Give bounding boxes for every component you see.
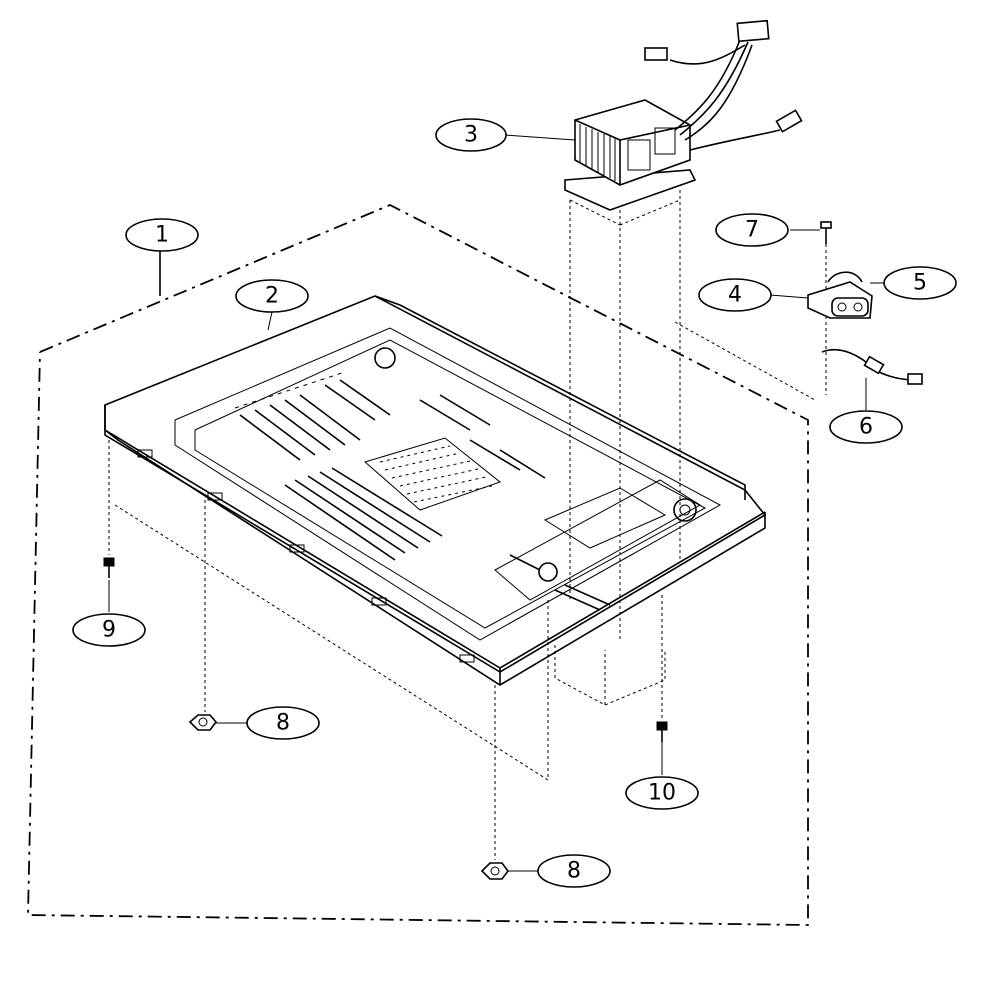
thermal-wire [821, 348, 923, 410]
callout-3: 3 [435, 118, 507, 152]
projection-lines [114, 504, 549, 781]
svg-text:8: 8 [567, 859, 581, 884]
grille-holes [379, 445, 493, 503]
svg-text:5: 5 [913, 271, 927, 296]
svg-text:1: 1 [155, 223, 169, 248]
screw-part-10 [656, 595, 668, 775]
assembly-boundary [27, 204, 809, 926]
vent-slots [239, 379, 611, 611]
switch-bracket [674, 271, 873, 401]
callout-5: 5 [883, 266, 957, 300]
callout-10: 10 [625, 776, 699, 810]
callout-8-bottom: 8 [537, 854, 611, 888]
callout-4: 4 [698, 278, 772, 312]
svg-text:4: 4 [728, 283, 742, 308]
callout-8-left: 8 [246, 706, 320, 740]
svg-text:6: 6 [859, 415, 873, 440]
transformer-laminations [579, 124, 616, 181]
callout-9: 9 [72, 613, 146, 647]
nut-part-8-left [188, 500, 248, 731]
leader-3 [504, 134, 576, 141]
wire-harness [644, 19, 803, 151]
svg-text:10: 10 [648, 781, 676, 806]
transformer [564, 99, 697, 640]
svg-text:2: 2 [265, 284, 279, 309]
callout-7: 7 [715, 213, 789, 247]
callout-2: 2 [235, 279, 309, 313]
screw-part-9 [103, 440, 115, 612]
leader-2 [267, 311, 273, 331]
base-plate [104, 295, 767, 706]
svg-text:3: 3 [464, 123, 478, 148]
svg-text:8: 8 [276, 711, 290, 736]
svg-text:9: 9 [102, 618, 116, 643]
nut-part-8-bottom [480, 685, 540, 880]
svg-text:7: 7 [745, 218, 759, 243]
callout-1: 1 [125, 218, 199, 252]
leader-4 [769, 294, 809, 299]
screw-part-7 [820, 221, 832, 395]
callout-6: 6 [829, 410, 903, 444]
